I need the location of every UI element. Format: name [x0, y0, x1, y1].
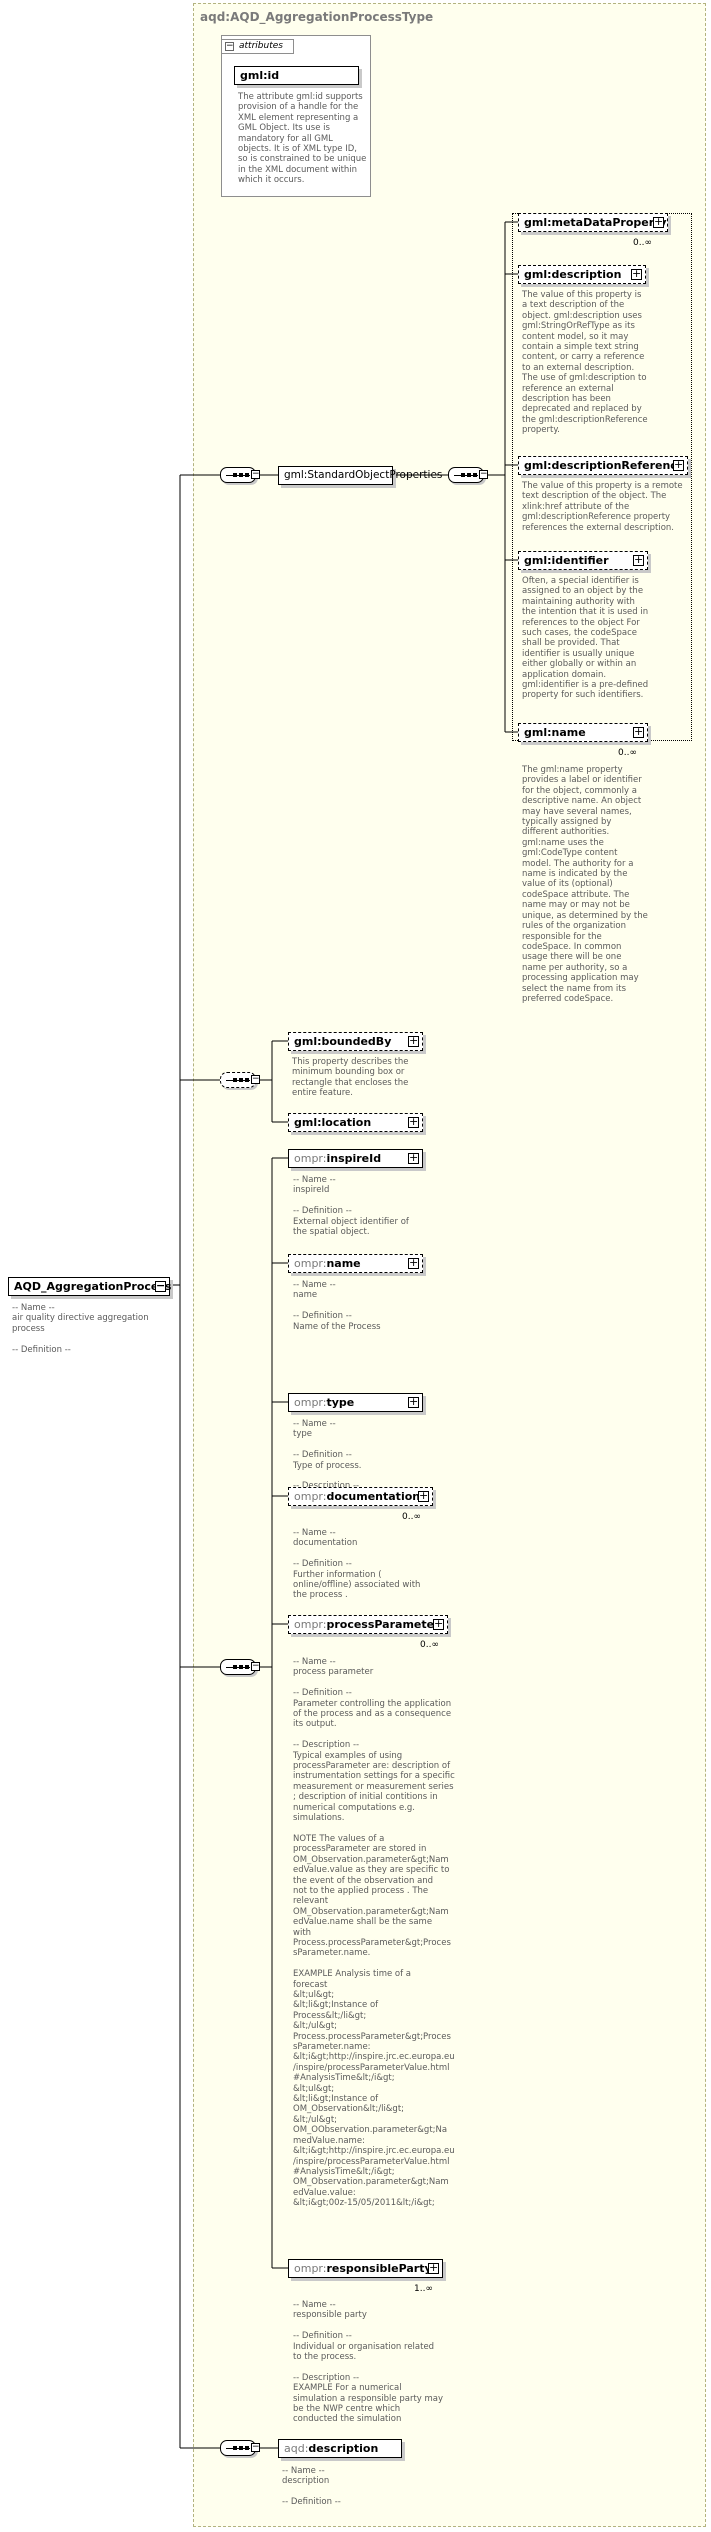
element-label: processParameter: [326, 1618, 440, 1631]
expand-icon[interactable]: +: [631, 267, 642, 280]
annotation-ompr-documentation: -- Name -- documentation -- Definition -…: [293, 1528, 421, 1601]
cardinality: 0..∞: [633, 238, 652, 248]
expand-icon[interactable]: +: [433, 1617, 444, 1630]
element-label: gml:id: [240, 69, 280, 82]
annotation-ompr-responsibleparty: -- Name -- responsible party -- Definiti…: [293, 2300, 444, 2425]
annotation-gml-name: The gml:name property provides a label o…: [522, 765, 648, 1004]
element-ompr-responsibleparty[interactable]: ompr:responsibleParty +: [288, 2259, 443, 2278]
annotation-gml-description: The value of this property is a text des…: [522, 290, 648, 436]
expand-icon[interactable]: +: [418, 1489, 429, 1502]
annotation-gml-descriptionreference: The value of this property is a remote t…: [522, 481, 683, 533]
annotation-ompr-name: -- Name -- name -- Definition -- Name of…: [293, 1280, 381, 1332]
expand-icon[interactable]: +: [633, 725, 644, 738]
element-gml-identifier[interactable]: gml:identifier +: [518, 551, 648, 570]
element-label: gml:descriptionReference: [524, 459, 685, 472]
annotation-root: -- Name -- air quality directive aggrega…: [12, 1303, 149, 1355]
cardinality: 0..∞: [618, 748, 637, 758]
element-gml-location[interactable]: gml:location +: [288, 1113, 423, 1132]
annotation-gml-boundedby: This property describes the minimum boun…: [292, 1057, 409, 1099]
element-label: gml:name: [524, 726, 586, 739]
expand-icon[interactable]: +: [653, 215, 664, 228]
cardinality: 0..∞: [402, 1512, 421, 1522]
element-gml-metadataproperty[interactable]: gml:metaDataProperty +: [518, 213, 668, 232]
element-aqd-description[interactable]: aqd:description: [278, 2439, 402, 2458]
sequence-compositor-ompr[interactable]: −: [220, 1659, 260, 1675]
choice-compositor[interactable]: −: [220, 1072, 260, 1088]
annotation-ompr-inspireid: -- Name -- inspireId -- Definition -- Ex…: [293, 1175, 409, 1238]
root-element-label: AQD_AggregationProcess: [14, 1280, 172, 1293]
expand-icon[interactable]: +: [633, 553, 644, 566]
element-label: gml:location: [294, 1116, 372, 1129]
attributes-label: attributes: [239, 41, 283, 51]
expand-icon[interactable]: +: [428, 2261, 439, 2274]
cardinality: 0..∞: [420, 1640, 439, 1650]
element-prefix: ompr:: [294, 1257, 327, 1270]
element-label: inspireId: [326, 1152, 382, 1165]
expand-icon[interactable]: +: [408, 1115, 419, 1128]
element-label: gml:description: [524, 268, 622, 281]
sequence-compositor-inner[interactable]: −: [448, 467, 488, 483]
element-label: gml:metaDataProperty: [524, 216, 667, 229]
expand-icon[interactable]: +: [673, 458, 684, 471]
collapse-icon[interactable]: −: [225, 41, 234, 51]
type-title: aqd:AQD_AggregationProcessType: [200, 10, 434, 24]
element-gml-name[interactable]: gml:name +: [518, 723, 648, 742]
element-ompr-processparameter[interactable]: ompr:processParameter +: [288, 1615, 448, 1634]
expand-icon[interactable]: +: [408, 1034, 419, 1047]
element-label: type: [326, 1396, 355, 1409]
element-ompr-documentation[interactable]: ompr:documentation +: [288, 1487, 433, 1506]
expand-icon[interactable]: +: [408, 1395, 419, 1408]
collapse-icon[interactable]: −: [155, 1279, 166, 1292]
group-standard-object-properties[interactable]: gml:StandardObjectProperties: [278, 466, 442, 485]
element-ompr-name[interactable]: ompr:name +: [288, 1254, 423, 1273]
annotation-aqd-description: -- Name -- description -- Definition --: [282, 2466, 341, 2508]
expand-icon[interactable]: +: [408, 1256, 419, 1269]
element-gml-boundedby[interactable]: gml:boundedBy +: [288, 1032, 423, 1051]
element-prefix: ompr:: [294, 1152, 327, 1165]
element-gml-descriptionreference[interactable]: gml:descriptionReference +: [518, 456, 688, 475]
element-gml-id[interactable]: gml:id: [234, 66, 359, 85]
element-prefix: ompr:: [294, 1490, 327, 1503]
element-prefix: ompr:: [294, 1618, 327, 1631]
element-label: description: [308, 2442, 379, 2455]
element-label: gml:identifier: [524, 554, 609, 567]
type-container: [193, 3, 706, 2527]
element-ompr-inspireid[interactable]: ompr:inspireId +: [288, 1149, 423, 1168]
element-label: documentation: [326, 1490, 421, 1503]
attributes-tab[interactable]: − attributes: [221, 39, 294, 54]
annotation-ompr-processparameter: -- Name -- process parameter -- Definiti…: [293, 1657, 455, 2209]
element-gml-description[interactable]: gml:description +: [518, 265, 646, 284]
element-prefix: ompr:: [294, 1396, 327, 1409]
expand-icon[interactable]: +: [408, 1151, 419, 1164]
cardinality: 1..∞: [414, 2284, 433, 2294]
sequence-compositor[interactable]: −: [220, 467, 260, 483]
root-element[interactable]: AQD_AggregationProcess −: [8, 1277, 172, 1296]
element-prefix: ompr:: [294, 2262, 327, 2275]
annotation-gml-identifier: Often, a special identifier is assigned …: [522, 576, 649, 701]
sequence-compositor-aqd[interactable]: −: [220, 2440, 260, 2456]
element-label: responsibleParty: [326, 2262, 432, 2275]
element-label: name: [326, 1257, 361, 1270]
group-label: gml:StandardObjectProperties: [284, 469, 443, 481]
element-ompr-type[interactable]: ompr:type +: [288, 1393, 423, 1412]
element-prefix: aqd:: [284, 2442, 309, 2455]
attributes-box: [221, 35, 371, 197]
element-label: gml:boundedBy: [294, 1035, 392, 1048]
annotation-gml-id: The attribute gml:id supports provision …: [238, 92, 367, 186]
